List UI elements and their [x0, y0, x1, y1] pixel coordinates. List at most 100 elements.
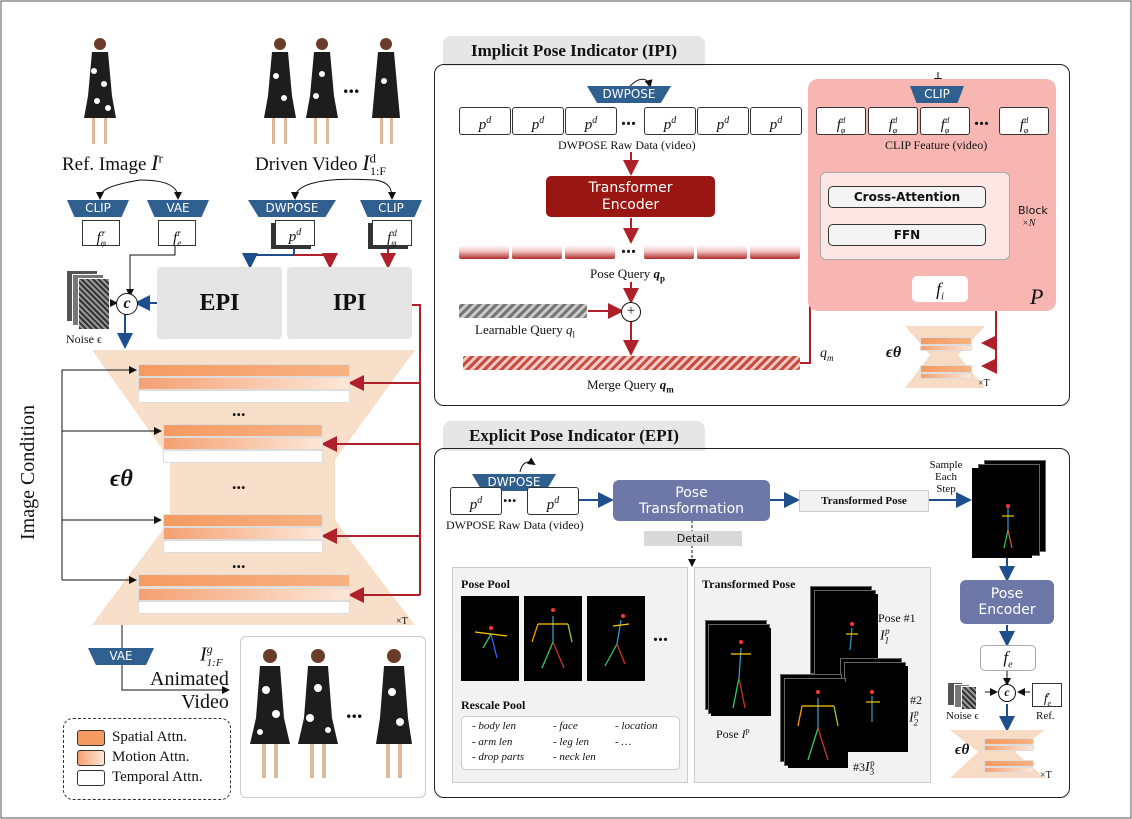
pose-pool-skeleton	[461, 596, 519, 681]
rescale-item: - arm len	[472, 736, 513, 748]
i1-label: I1p	[880, 626, 890, 646]
f-phi-d-box: fφd	[372, 220, 412, 248]
driven-video-label: Driven Video Id1:F	[255, 150, 387, 178]
sampled-pose-frame	[972, 468, 1032, 558]
spatial-attn-layer	[163, 424, 323, 437]
legend-motion-label: Motion Attn.	[112, 749, 190, 765]
epi-times-t: ×T	[1040, 770, 1052, 781]
driven-video-persons	[264, 38, 400, 144]
pose-1-label: Pose #1	[878, 611, 916, 625]
driven-dots: ...	[343, 73, 360, 98]
f-phi-r-box: fφr	[82, 220, 120, 248]
qm-label: qm	[820, 346, 834, 363]
noise-frame	[78, 278, 110, 330]
legend-temporal-label: Temporal Attn.	[112, 769, 203, 785]
animated-video-label: Animated Video	[150, 668, 229, 713]
output-symbol: Ig1:F	[200, 642, 223, 669]
spatial-attn-layer	[163, 514, 323, 527]
pose-pool-skeleton	[524, 596, 582, 681]
unet-dots: ...	[232, 473, 246, 493]
ipi-block: IPI	[287, 267, 412, 339]
clip-feature-cell: fφd	[920, 107, 970, 135]
clip-encoder-video: CLIP	[360, 200, 422, 217]
rescale-item: - …	[615, 736, 632, 748]
epi-noise-label: Noise ϵ	[946, 710, 979, 722]
ipi-pd-cell: pd	[750, 107, 802, 135]
epi-block: EPI	[157, 267, 282, 339]
epi-motion-layer	[984, 767, 1034, 773]
ipi-spatial-layer	[920, 337, 972, 345]
epi-ref-label: Ref.	[1036, 710, 1055, 722]
ipi-pd-cell: pd	[644, 107, 696, 135]
image-condition-label: Image Condition	[17, 405, 39, 540]
ipi-pd-cell: pd	[697, 107, 749, 135]
transformed-pose-2-frame	[848, 666, 908, 752]
merge-query	[463, 356, 800, 370]
epi-spatial-layer	[984, 738, 1034, 745]
unet-shape	[92, 350, 415, 625]
legend-box	[63, 718, 231, 800]
motion-attn-layer	[163, 437, 323, 450]
unet-dots: ...	[232, 400, 246, 420]
ipi-motion-layer	[920, 345, 972, 351]
concat-node: c	[116, 293, 138, 315]
temporal-attn-layer	[163, 450, 323, 463]
noise-label: Noise ϵ	[66, 332, 102, 346]
epi-spatial-layer	[984, 760, 1034, 767]
epi-pd-cell: pd	[527, 487, 579, 515]
spatial-attn-layer	[138, 574, 350, 587]
pose-query-dots: ...	[621, 236, 636, 258]
clip-feature-cell: fφd	[816, 107, 866, 135]
rescale-pool-box	[461, 716, 680, 770]
pose-query-label: Pose Query qp	[590, 266, 666, 284]
motion-attn-layer	[138, 377, 350, 390]
ipi-pd-dots: ...	[621, 108, 636, 130]
pose-query-token	[459, 245, 509, 259]
epi-eps-theta: ϵθ	[955, 742, 970, 758]
ipi-pd-cell: pd	[512, 107, 564, 135]
pose-query-token	[565, 245, 615, 259]
ipi-pd-cell: pd	[459, 107, 511, 135]
unet-dots: ...	[232, 552, 246, 572]
fi-box: fi	[912, 276, 968, 303]
detail-tag: Detail	[644, 531, 742, 546]
rescale-pool-label: Rescale Pool	[461, 698, 526, 712]
transformed-pose-title: Transformed Pose	[702, 577, 796, 591]
rescale-item: - neck len	[553, 751, 596, 763]
temporal-attn-layer	[138, 601, 350, 614]
temporal-attn-layer	[138, 390, 350, 403]
ipi-clip-encoder: CLIP	[910, 86, 964, 103]
fe-box: fe	[980, 645, 1036, 671]
i2-label: I2p	[909, 708, 919, 728]
rescale-item: - face	[553, 720, 578, 732]
epi-dwpose-encoder: DWPOSE	[472, 474, 556, 491]
clip-feature-caption: CLIP Feature (video)	[885, 138, 988, 152]
epi-pd-dots: ...	[503, 486, 517, 506]
clip-feature-cell: fφd	[868, 107, 918, 135]
pose-pool-dots: ...	[653, 624, 668, 646]
legend-spatial-swatch	[77, 730, 105, 746]
pose-ip-label: Pose Ip	[716, 726, 750, 741]
ipi-raw-caption: DWPOSE Raw Data (video)	[558, 138, 696, 152]
times-t-label: ×T	[396, 616, 408, 627]
legend-temporal-swatch	[77, 770, 105, 786]
pose-query-token	[697, 245, 747, 259]
clip-feature-dots: ...	[974, 108, 989, 130]
ipi-spatial-layer	[920, 365, 972, 373]
ffn-box: FFN	[828, 224, 986, 246]
eps-theta-label: ϵθ	[110, 466, 133, 492]
epi-raw-caption: DWPOSE Raw Data (video)	[446, 518, 584, 532]
ref-image-person	[84, 38, 116, 144]
merge-query-label: Merge Query qm	[587, 377, 674, 395]
vae-encoder-ref: VAE	[147, 200, 209, 217]
epi-pd-cell: pd	[450, 487, 502, 515]
epi-fe-r-box: fer	[1032, 683, 1062, 708]
vae-decoder: VAE	[88, 648, 154, 665]
rescale-item: - location	[615, 720, 658, 732]
animated-video-persons	[250, 649, 412, 778]
block-label: Block	[1018, 204, 1048, 217]
